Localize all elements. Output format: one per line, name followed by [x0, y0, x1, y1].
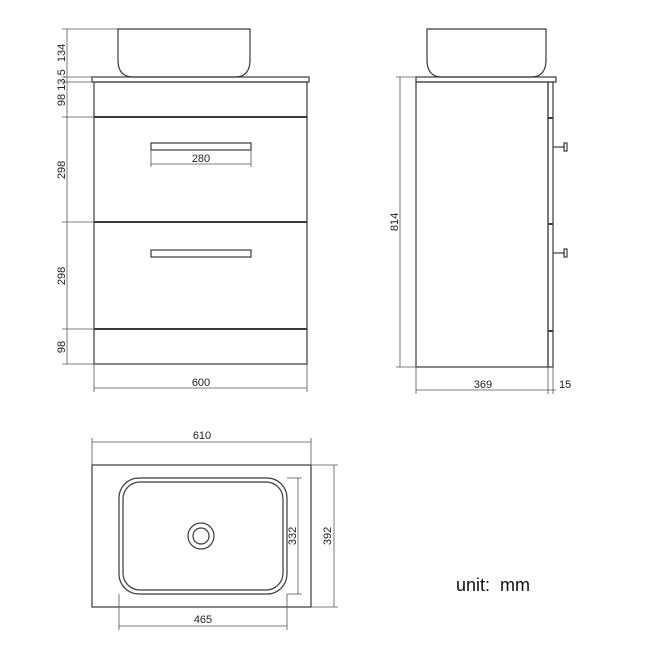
side-height-dimension-line — [396, 76, 416, 368]
bowl-width-dimension-line — [118, 594, 288, 630]
width-dimension-line — [93, 364, 308, 392]
dim-drawer-upper: 298 — [56, 161, 68, 179]
bowl-depth-dimension-line — [287, 477, 302, 595]
front-basin — [117, 28, 251, 78]
side-countertop — [415, 76, 557, 83]
outer-depth-dimension-line — [311, 464, 338, 608]
drawer-handle-lower — [150, 249, 252, 258]
unit-label: unit: mm — [456, 575, 530, 595]
side-basin — [426, 28, 547, 78]
top-outer — [91, 464, 312, 608]
side-view: 814 369 15 — [389, 28, 571, 394]
outer-width-dimension-line — [91, 438, 312, 465]
dim-bowl-depth: 332 — [287, 527, 299, 545]
front-countertop — [91, 76, 310, 83]
dimension-ticks — [62, 28, 118, 365]
side-handle-lower — [553, 248, 568, 258]
dim-bowl-width: 465 — [194, 614, 212, 626]
dim-handle-width: 280 — [192, 153, 210, 165]
dim-depth: 369 — [474, 379, 492, 391]
dim-width: 600 — [192, 377, 210, 389]
drawer-handle-upper — [150, 142, 252, 151]
dim-total-height: 814 — [389, 213, 401, 231]
dim-drawer-lower: 298 — [56, 267, 68, 285]
side-drawer-gaps — [548, 117, 553, 332]
handle-dimension-line — [150, 150, 252, 167]
dim-top-rail: 98 — [56, 94, 68, 106]
bowl-inner — [122, 481, 284, 591]
bowl-outer — [118, 477, 288, 595]
side-cabinet — [415, 81, 549, 368]
dim-outer-width: 610 — [193, 430, 211, 442]
front-view: 134 13.5 98 298 298 98 280 600 — [56, 28, 310, 392]
dim-top-thickness: 13.5 — [56, 69, 68, 90]
side-handle-upper — [553, 142, 568, 152]
top-view: 610 392 332 465 — [91, 430, 338, 630]
depth-dimension-line — [415, 367, 556, 394]
dim-basin-height: 134 — [56, 44, 68, 62]
dim-outer-depth: 392 — [322, 527, 334, 545]
dim-plinth: 98 — [56, 341, 68, 353]
dim-door-thickness: 15 — [559, 379, 571, 391]
drain-outer — [187, 522, 215, 550]
drain-inner — [192, 527, 210, 545]
